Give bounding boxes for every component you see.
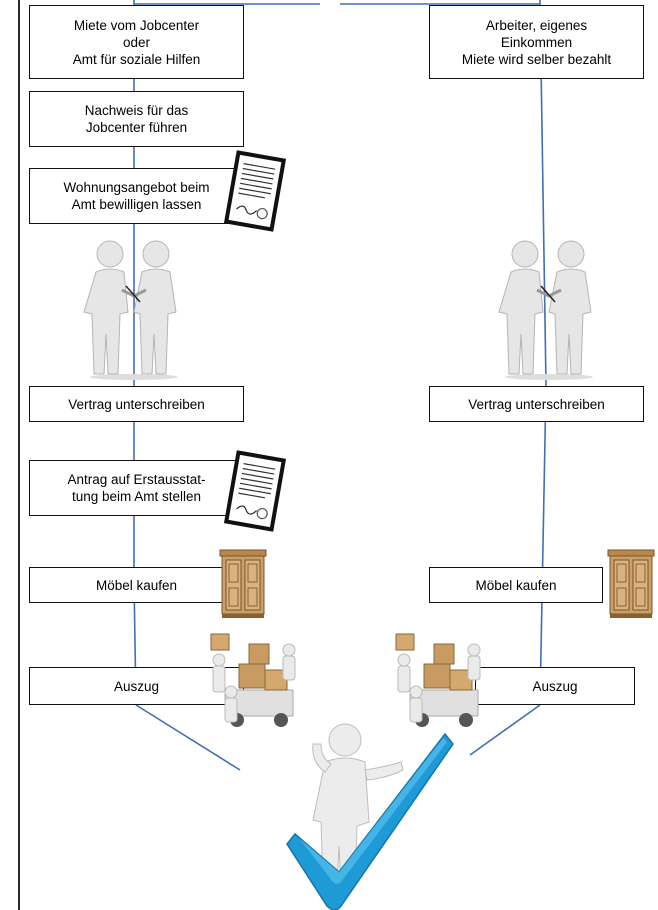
document-icon	[223, 450, 287, 532]
left-box-buy-furniture: Möbel kaufen	[29, 567, 244, 603]
handshake-figures	[83, 240, 178, 380]
moving-boxes-figures	[210, 633, 296, 727]
handshake-figures	[498, 240, 593, 380]
left-box-move-out: Auszug	[29, 667, 244, 705]
cabinet-icon	[607, 549, 655, 618]
right-box-buy-furniture: Möbel kaufen	[429, 567, 603, 603]
left-box-sign-contract: Vertrag unterschreiben	[29, 386, 244, 422]
left-border-line	[18, 0, 20, 910]
left-box-initial-equipment: Antrag auf Erstausstat-tung beim Amt ste…	[29, 460, 244, 516]
checkmark-figure	[286, 723, 454, 910]
document-icon	[223, 150, 287, 232]
right-box-move-out: Auszug	[475, 667, 635, 705]
moving-boxes-figures	[395, 633, 481, 727]
cabinet-icon	[219, 549, 267, 618]
right-box-sign-contract: Vertrag unterschreiben	[429, 386, 644, 422]
